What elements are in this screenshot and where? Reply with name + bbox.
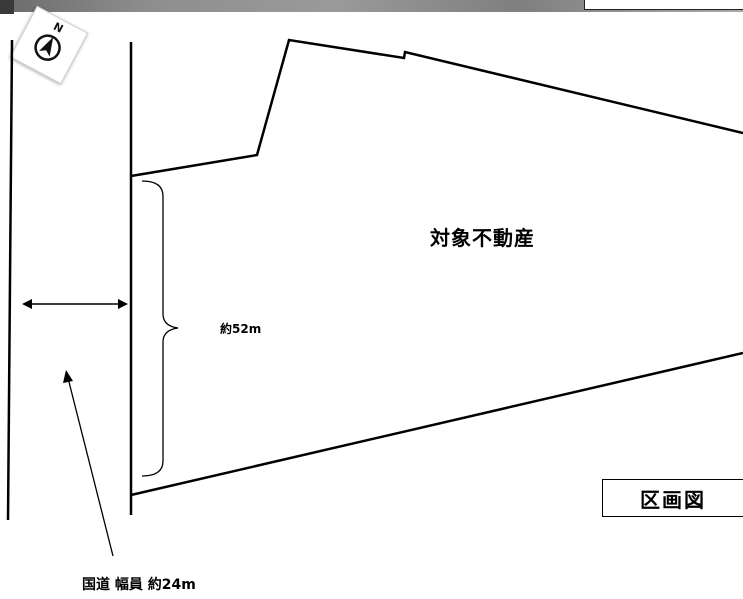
aerial-photo-strip bbox=[0, 0, 743, 12]
legend-title: 区画図 bbox=[640, 487, 706, 512]
property-label: 対象不動産 bbox=[430, 226, 535, 250]
frontage-brace bbox=[141, 180, 179, 477]
frontage-label: 約52m bbox=[220, 322, 262, 336]
photo-caption-box bbox=[584, 0, 743, 10]
road-label: 国道 幅員 約24m bbox=[82, 577, 196, 593]
dimension-arrowhead-left bbox=[22, 299, 32, 309]
property-south-boundary bbox=[130, 351, 743, 497]
leader-arrowhead bbox=[63, 370, 73, 383]
dimension-arrowhead-right bbox=[118, 299, 128, 309]
legend-box: 区画図 bbox=[602, 479, 743, 517]
road-label-leader bbox=[67, 377, 114, 557]
photo-corner-block bbox=[0, 0, 14, 14]
road-west-edge bbox=[6, 39, 14, 521]
north-arrow-icon bbox=[34, 34, 61, 61]
property-north-boundary bbox=[130, 38, 743, 178]
compass-badge: N bbox=[9, 5, 89, 85]
